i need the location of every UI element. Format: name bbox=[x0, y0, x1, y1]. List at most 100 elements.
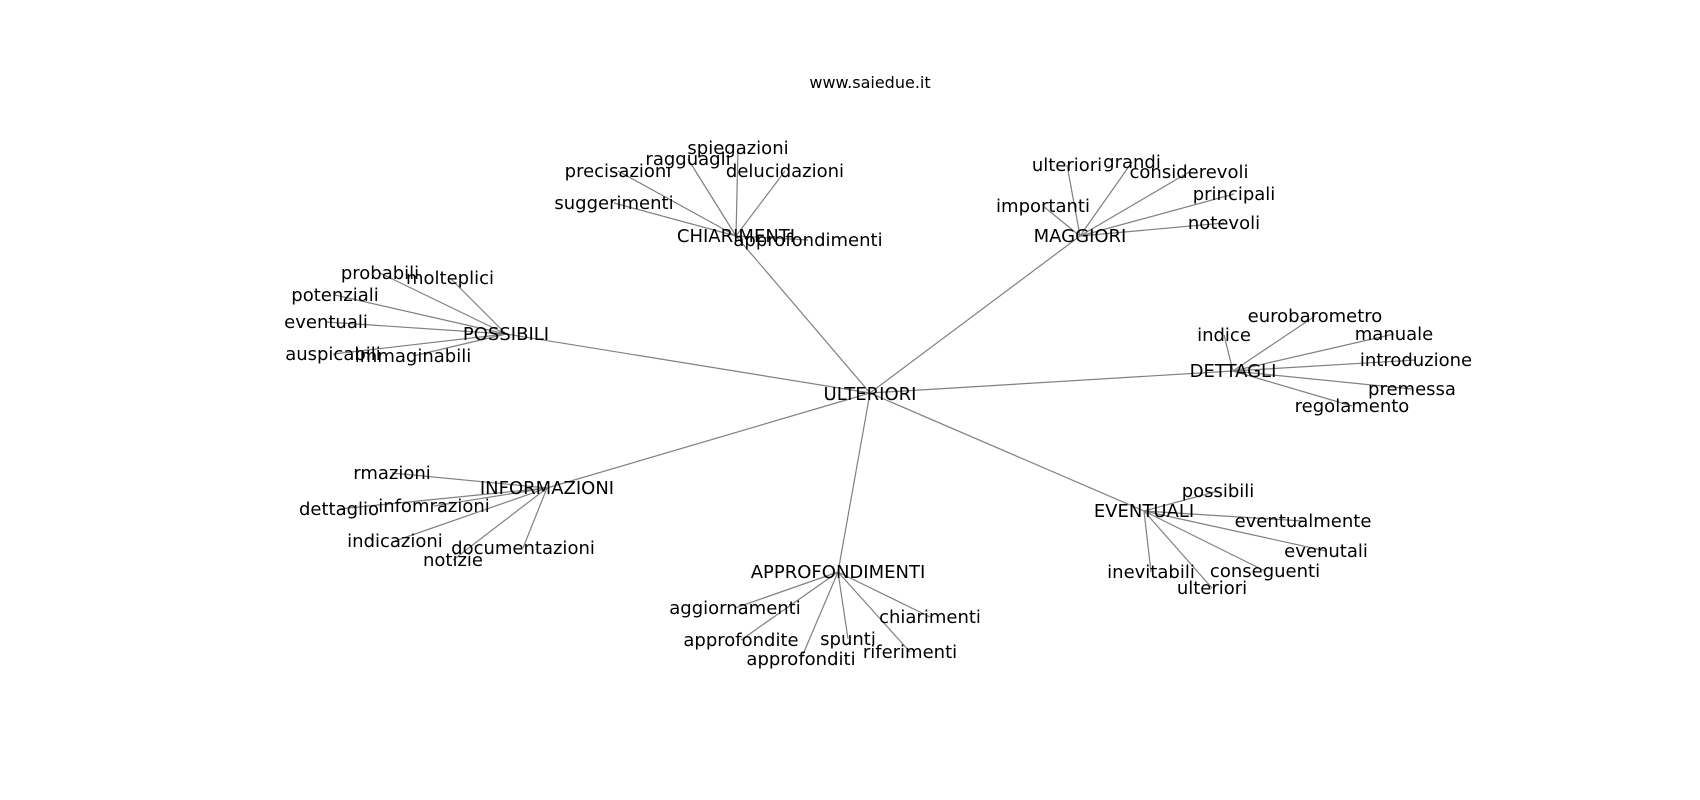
node-eventuali-conseguenti: conseguenti bbox=[1210, 561, 1320, 582]
node-possibili-immaginabili: immaginabili bbox=[355, 346, 471, 367]
node-informazioni-documentazioni: documentazioni bbox=[451, 538, 595, 559]
node-group-informazioni: INFORMAZIONI bbox=[480, 478, 614, 499]
node-dettagli-premessa: premessa bbox=[1368, 379, 1456, 400]
edge-informazioni-infomrazioni bbox=[433, 487, 548, 507]
node-approfondimenti-approfondite: approfondite bbox=[683, 630, 798, 651]
edge-eventuali-inevitabili bbox=[1143, 510, 1152, 573]
node-dettagli-introduzione: introduzione bbox=[1360, 350, 1472, 371]
node-dettagli-regolamento: regolamento bbox=[1295, 396, 1410, 417]
edge-root-maggiori bbox=[869, 235, 1081, 394]
edge-dettagli-introduzione bbox=[1232, 359, 1417, 372]
node-approfondimenti-spunti: spunti bbox=[820, 629, 876, 650]
edge-chiarimenti-suggerimenti bbox=[613, 202, 737, 237]
node-possibili-potenziali: potenziali bbox=[291, 285, 378, 306]
edge-approfondimenti-chiarimenti bbox=[837, 571, 931, 618]
edge-eventuali-evenutali bbox=[1143, 510, 1327, 552]
node-approfondimenti-riferimenti: riferimenti bbox=[863, 642, 957, 663]
node-informazioni-indicazioni: indicazioni bbox=[347, 531, 443, 552]
edge-maggiori-considerevoli bbox=[1079, 171, 1190, 237]
edge-informazioni-documentazioni bbox=[522, 487, 548, 549]
node-chiarimenti-approfondimenti: approfondimenti bbox=[733, 230, 882, 251]
edge-dettagli-indice bbox=[1223, 334, 1234, 372]
node-approfondimenti-aggiornamenti: aggiornamenti bbox=[669, 598, 801, 619]
edge-root-possibili bbox=[505, 333, 871, 394]
edges-layer bbox=[325, 147, 1417, 660]
edge-possibili-eventuali bbox=[325, 321, 507, 335]
edge-possibili-immaginabili bbox=[412, 333, 507, 357]
node-chiarimenti-precisazioni: precisazioni bbox=[565, 161, 672, 182]
node-eventuali-possibili: possibili bbox=[1182, 481, 1255, 502]
edge-eventuali-ulteriori bbox=[1143, 510, 1213, 589]
page-title: www.saiedue.it bbox=[809, 73, 930, 92]
node-possibili-eventuali: eventuali bbox=[284, 312, 368, 333]
node-informazioni-dettaglio: dettaglio bbox=[299, 499, 379, 520]
node-informazioni-notizie: notizie bbox=[423, 550, 483, 571]
edge-maggiori-principali bbox=[1079, 193, 1235, 237]
edge-informazioni-dettaglio bbox=[338, 487, 548, 510]
edge-informazioni-notizie bbox=[452, 487, 548, 561]
node-eventuali-ulteriori: ulteriori bbox=[1177, 578, 1247, 599]
node-maggiori-considerevoli: considerevoli bbox=[1130, 162, 1249, 183]
edge-chiarimenti-precisazioni bbox=[617, 170, 737, 237]
edge-possibili-molteplici bbox=[449, 277, 507, 335]
node-possibili-molteplici: molteplici bbox=[406, 268, 494, 289]
edge-possibili-auspicabili bbox=[332, 333, 507, 355]
node-root: ULTERIORI bbox=[824, 384, 917, 405]
node-maggiori-notevoli: notevoli bbox=[1188, 213, 1260, 234]
node-maggiori-principali: principali bbox=[1193, 184, 1276, 205]
node-chiarimenti-ragguagli: ragguagli bbox=[645, 149, 730, 170]
edge-chiarimenti-approfondimenti bbox=[735, 235, 809, 241]
edge-dettagli-premessa bbox=[1232, 370, 1413, 390]
node-approfondimenti-chiarimenti: chiarimenti bbox=[879, 607, 981, 628]
edge-maggiori-grandi bbox=[1079, 161, 1133, 237]
edge-eventuali-eventualmente bbox=[1143, 510, 1304, 522]
edge-dettagli-regolamento bbox=[1232, 370, 1353, 407]
edge-chiarimenti-spiegazioni bbox=[735, 147, 739, 237]
edge-informazioni-rmazioni bbox=[391, 472, 548, 489]
node-dettagli-indice: indice bbox=[1197, 325, 1251, 346]
node-group-eventuali: EVENTUALI bbox=[1094, 501, 1194, 522]
edge-approfondimenti-riferimenti bbox=[837, 571, 911, 653]
edge-approfondimenti-approfondite bbox=[740, 571, 839, 641]
edge-eventuali-possibili bbox=[1143, 490, 1219, 512]
edge-maggiori-ulteriori bbox=[1066, 164, 1081, 237]
node-maggiori-ulteriori: ulteriori bbox=[1032, 155, 1102, 176]
node-group-maggiori: MAGGIORI bbox=[1034, 226, 1127, 247]
node-possibili-probabili: probabili bbox=[341, 263, 419, 284]
edge-approfondimenti-spunti bbox=[837, 571, 849, 640]
edge-approfondimenti-approfonditi bbox=[800, 571, 839, 660]
edge-maggiori-importanti bbox=[1042, 205, 1081, 237]
edge-root-eventuali bbox=[869, 392, 1145, 512]
node-chiarimenti-spiegazioni: spiegazioni bbox=[687, 138, 788, 159]
edge-chiarimenti-ragguagli bbox=[687, 158, 737, 237]
edge-approfondimenti-aggiornamenti bbox=[734, 571, 839, 609]
edge-dettagli-manuale bbox=[1232, 333, 1395, 372]
node-chiarimenti-suggerimenti: suggerimenti bbox=[554, 193, 673, 214]
node-approfondimenti-approfonditi: approfonditi bbox=[746, 649, 855, 670]
edge-maggiori-notevoli bbox=[1079, 222, 1225, 237]
edge-chiarimenti-delucidazioni bbox=[735, 170, 786, 237]
node-possibili-auspicabili: auspicabili bbox=[285, 344, 381, 365]
edge-root-approfondimenti bbox=[837, 392, 871, 573]
node-dettagli-eurobarometro: eurobarometro bbox=[1248, 306, 1383, 327]
node-group-chiarimenti: CHIARIMENTI bbox=[677, 226, 795, 247]
node-group-dettagli: DETTAGLI bbox=[1190, 361, 1277, 382]
node-maggiori-importanti: importanti bbox=[996, 196, 1090, 217]
edge-eventuali-conseguenti bbox=[1143, 510, 1266, 572]
node-informazioni-rmazioni: rmazioni bbox=[353, 463, 431, 484]
edge-root-chiarimenti bbox=[735, 235, 871, 394]
edge-informazioni-indicazioni bbox=[394, 487, 548, 542]
edge-root-dettagli bbox=[869, 370, 1234, 394]
labels-layer: www.saiedue.it ULTERIORI spiegazioniragg… bbox=[284, 73, 1472, 670]
node-group-approfondimenti: APPROFONDIMENTI bbox=[751, 562, 926, 583]
node-eventuali-eventualmente: eventualmente bbox=[1235, 511, 1372, 532]
edge-root-informazioni bbox=[546, 392, 871, 489]
edge-possibili-potenziali bbox=[334, 294, 507, 335]
node-group-possibili: POSSIBILI bbox=[463, 324, 549, 345]
edge-possibili-probabili bbox=[379, 272, 507, 335]
node-informazioni-infomrazioni: infomrazioni bbox=[378, 496, 490, 517]
node-dettagli-manuale: manuale bbox=[1355, 324, 1434, 345]
edge-dettagli-eurobarometro bbox=[1232, 315, 1316, 372]
node-chiarimenti-delucidazioni: delucidazioni bbox=[726, 161, 844, 182]
